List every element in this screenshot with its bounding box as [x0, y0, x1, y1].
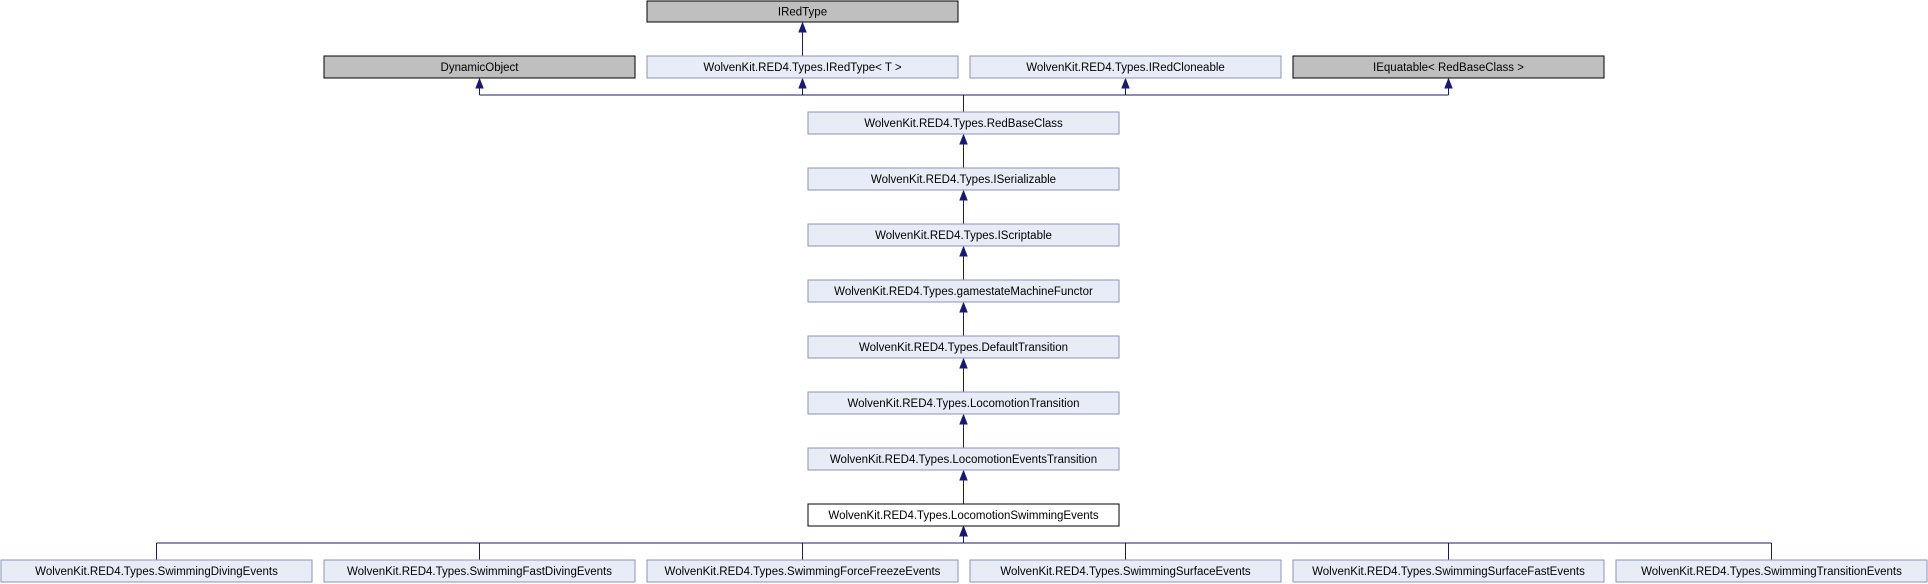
- arrowhead-iredtype_t-2: [798, 77, 807, 89]
- node-redbaseclass[interactable]: WolvenKit.RED4.Types.RedBaseClass: [807, 111, 1120, 135]
- node-defaulttransition-label: WolvenKit.RED4.Types.DefaultTransition: [859, 342, 1068, 354]
- node-defaulttransition[interactable]: WolvenKit.RED4.Types.DefaultTransition: [807, 335, 1120, 359]
- node-swimmingfastdivingevents-box: [323, 559, 636, 583]
- node-locomotioneventstransition-label: WolvenKit.RED4.Types.LocomotionEventsTra…: [830, 454, 1097, 466]
- node-swimmingforcefreezeevents-box: [646, 559, 959, 583]
- arrowhead-dynamicobject-1: [475, 77, 484, 89]
- node-swimmingsurfaceevents-box: [969, 559, 1282, 583]
- node-iserializable-label: WolvenKit.RED4.Types.ISerializable: [871, 174, 1056, 186]
- node-locomotionswimmingevents-label: WolvenKit.RED4.Types.LocomotionSwimmingE…: [828, 510, 1098, 522]
- node-iscriptable-box: [807, 223, 1120, 247]
- node-dynamicobject-label: DynamicObject: [441, 62, 520, 74]
- node-iredtype-t-label: WolvenKit.RED4.Types.IRedType< T >: [703, 62, 901, 74]
- node-defaulttransition-box: [807, 335, 1120, 359]
- arrowhead-iredtype-0: [798, 21, 807, 33]
- node-iscriptable-label: WolvenKit.RED4.Types.IScriptable: [875, 230, 1052, 242]
- node-swimmingtransitionevents[interactable]: WolvenKit.RED4.Types.SwimmingTransitionE…: [1615, 559, 1928, 583]
- node-iredtype-t-box: [646, 55, 959, 79]
- node-iredtype-box: [646, 0, 959, 23]
- node-swimmingsurfaceevents[interactable]: WolvenKit.RED4.Types.SwimmingSurfaceEven…: [969, 559, 1282, 583]
- arrowhead-gamestatemachinefunctor-8: [959, 301, 968, 313]
- node-redbaseclass-label: WolvenKit.RED4.Types.RedBaseClass: [864, 118, 1063, 130]
- node-swimmingtransitionevents-label: WolvenKit.RED4.Types.SwimmingTransitionE…: [1641, 566, 1902, 578]
- node-locomotioneventstransition-box: [807, 447, 1120, 471]
- node-swimmingsurfaceevents-label: WolvenKit.RED4.Types.SwimmingSurfaceEven…: [1000, 566, 1251, 578]
- node-swimmingsurfacefastevents-box: [1292, 559, 1605, 583]
- node-swimmingforcefreezeevents[interactable]: WolvenKit.RED4.Types.SwimmingForceFreeze…: [646, 559, 959, 583]
- node-swimmingsurfacefastevents[interactable]: WolvenKit.RED4.Types.SwimmingSurfaceFast…: [1292, 559, 1605, 583]
- node-gamestatemachinefunctor[interactable]: WolvenKit.RED4.Types.gamestateMachineFun…: [807, 279, 1120, 303]
- node-swimmingfastdivingevents-label: WolvenKit.RED4.Types.SwimmingFastDivingE…: [347, 566, 612, 578]
- node-iequatable[interactable]: IEquatable< RedBaseClass >: [1292, 55, 1605, 79]
- node-swimmingfastdivingevents[interactable]: WolvenKit.RED4.Types.SwimmingFastDivingE…: [323, 559, 636, 583]
- node-locomotionswimmingevents[interactable]: WolvenKit.RED4.Types.LocomotionSwimmingE…: [807, 503, 1120, 527]
- node-locomotiontransition[interactable]: WolvenKit.RED4.Types.LocomotionTransitio…: [807, 391, 1120, 415]
- node-iredcloneable-label: WolvenKit.RED4.Types.IRedCloneable: [1026, 62, 1225, 74]
- node-iredcloneable[interactable]: WolvenKit.RED4.Types.IRedCloneable: [969, 55, 1282, 79]
- node-swimmingdivingevents[interactable]: WolvenKit.RED4.Types.SwimmingDivingEvent…: [0, 559, 313, 583]
- node-swimmingdivingevents-box: [0, 559, 313, 583]
- node-iredtype-label: IRedType: [778, 7, 827, 19]
- node-iserializable-box: [807, 167, 1120, 191]
- node-iredtype[interactable]: IRedType: [646, 0, 959, 23]
- arrowhead-iserializable-6: [959, 189, 968, 201]
- arrowhead-iequatable-4: [1444, 77, 1453, 89]
- node-swimmingsurfacefastevents-label: WolvenKit.RED4.Types.SwimmingSurfaceFast…: [1312, 566, 1585, 578]
- node-iredtype-t[interactable]: WolvenKit.RED4.Types.IRedType< T >: [646, 55, 959, 79]
- node-dynamicobject[interactable]: DynamicObject: [323, 55, 636, 79]
- node-gamestatemachinefunctor-box: [807, 279, 1120, 303]
- arrowhead-iscriptable-7: [959, 245, 968, 257]
- node-redbaseclass-box: [807, 111, 1120, 135]
- node-swimmingforcefreezeevents-label: WolvenKit.RED4.Types.SwimmingForceFreeze…: [665, 566, 941, 578]
- arrowhead-defaulttransition-9: [959, 357, 968, 369]
- arrowhead-redbaseclass-5: [959, 133, 968, 145]
- arrowhead-locomotioneventstransition-11: [959, 469, 968, 481]
- node-locomotiontransition-box: [807, 391, 1120, 415]
- node-locomotionswimmingevents-box: [807, 503, 1120, 527]
- node-gamestatemachinefunctor-label: WolvenKit.RED4.Types.gamestateMachineFun…: [834, 286, 1093, 298]
- node-swimmingdivingevents-label: WolvenKit.RED4.Types.SwimmingDivingEvent…: [35, 566, 278, 578]
- node-locomotioneventstransition[interactable]: WolvenKit.RED4.Types.LocomotionEventsTra…: [807, 447, 1120, 471]
- node-swimmingtransitionevents-box: [1615, 559, 1928, 583]
- arrowhead-locomotionswimmingevents-17: [959, 525, 968, 537]
- arrowhead-locomotiontransition-10: [959, 413, 968, 425]
- arrowhead-iredcloneable-3: [1121, 77, 1130, 89]
- edges-layer: [156, 21, 1772, 560]
- node-iscriptable[interactable]: WolvenKit.RED4.Types.IScriptable: [807, 223, 1120, 247]
- node-iredcloneable-box: [969, 55, 1282, 79]
- node-iserializable[interactable]: WolvenKit.RED4.Types.ISerializable: [807, 167, 1120, 191]
- node-dynamicobject-box: [323, 55, 636, 79]
- node-iequatable-box: [1292, 55, 1605, 79]
- node-iequatable-label: IEquatable< RedBaseClass >: [1373, 62, 1524, 74]
- node-locomotiontransition-label: WolvenKit.RED4.Types.LocomotionTransitio…: [847, 398, 1079, 410]
